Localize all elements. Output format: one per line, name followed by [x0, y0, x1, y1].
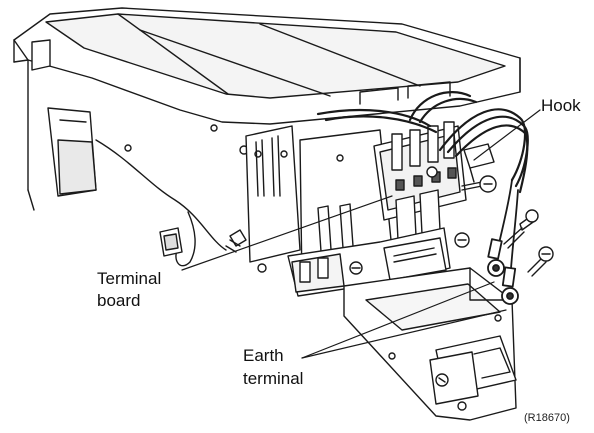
leader-earth-1	[301, 281, 495, 359]
screw-upper	[461, 175, 497, 193]
leader-hook	[473, 109, 541, 161]
wire-bundle	[316, 91, 529, 194]
screw-earth-2	[527, 246, 554, 277]
earth-leads	[487, 179, 519, 305]
leader-earth-2	[301, 309, 507, 359]
hook-label: Hook	[541, 96, 581, 115]
screw-earth-1	[503, 209, 539, 249]
main-housing	[13, 7, 521, 267]
leader-terminal-board	[181, 195, 393, 271]
lower-bracket	[287, 227, 470, 297]
leader-lines	[181, 109, 541, 359]
reference-code: (R18670)	[524, 412, 570, 424]
terminal-board-label-line2: board	[97, 291, 141, 310]
earth-terminal-label-line2: terminal	[243, 369, 304, 388]
earth-terminal-label-line1: Earth	[243, 346, 284, 365]
terminal-board-label-line1: Terminal	[97, 269, 162, 288]
earth-terminal-plate	[343, 267, 517, 421]
